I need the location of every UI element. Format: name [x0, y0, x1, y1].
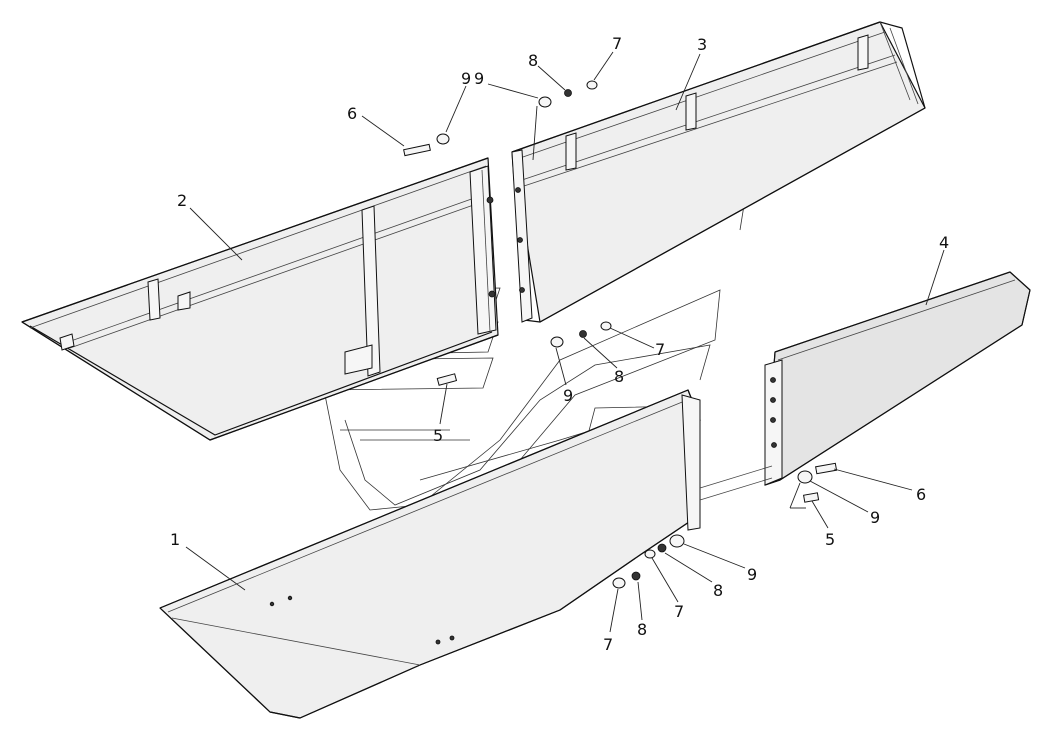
- leader-lines: [185, 51, 945, 633]
- callout-8-lower: 8: [713, 581, 723, 600]
- callout-2: 2: [177, 191, 187, 210]
- callout-3: 3: [697, 35, 707, 54]
- callout-8-lower-left: 8: [637, 620, 647, 639]
- callout-7-lower-left: 7: [603, 635, 613, 654]
- fasteners: [403, 80, 838, 589]
- callout-9-lower: 9: [747, 565, 757, 584]
- callout-5-middle: 5: [433, 426, 443, 445]
- callout-6-right: 6: [916, 485, 926, 504]
- callout-labels: 1 2 3 4 5 5 6 6 7 7 7 7 8 8 8 8 9 9 9 9 …: [170, 34, 949, 654]
- callout-8-middle: 8: [614, 367, 624, 386]
- callout-9-right: 9: [870, 508, 880, 527]
- callout-1: 1: [170, 530, 180, 549]
- callout-7-lower: 7: [674, 602, 684, 621]
- part-4-right-panel: [764, 271, 1031, 486]
- callout-5-right: 5: [825, 530, 835, 549]
- callout-8-top: 8: [528, 51, 538, 70]
- callout-7-top: 7: [612, 34, 622, 53]
- callout-9-middle: 9: [563, 386, 573, 405]
- callout-9-top-left: 9: [461, 69, 471, 88]
- part-3-upper-right-panel: [511, 21, 926, 323]
- callout-6-top: 6: [347, 104, 357, 123]
- part-1-lower-panel: [159, 389, 773, 719]
- callout-4: 4: [939, 233, 949, 252]
- callout-9-top-middle: 9: [474, 69, 484, 88]
- callout-7-middle: 7: [655, 340, 665, 359]
- part-2-upper-left-panel: [21, 157, 499, 441]
